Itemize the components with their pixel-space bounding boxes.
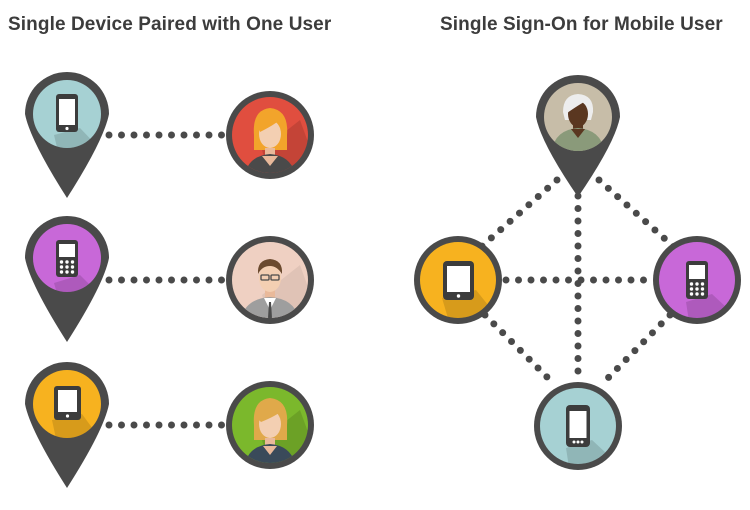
smartphone-icon: [56, 94, 78, 132]
sso-connector-feature-phone-smartphone: [602, 311, 674, 384]
left-panel-title: Single Device Paired with One User: [8, 14, 332, 35]
sso-connector-user-feature-phone: [595, 176, 678, 251]
feature-phone-icon: [686, 261, 708, 299]
device-pin-smartphone-2: [25, 362, 109, 488]
sso-connector-user-tablet: [477, 176, 561, 251]
sso-connector-tablet-smartphone: [481, 311, 554, 384]
feature-phone-icon: [56, 240, 78, 277]
smartphone-icon: [566, 405, 590, 447]
user-avatar-blonde-woman: [226, 381, 314, 469]
device-pin-smartphone-1: [25, 72, 109, 198]
device-tablet: [414, 236, 502, 324]
smartphone-icon: [54, 386, 81, 420]
device-feature-phone: [653, 236, 741, 324]
device-pin-feature-phone: [25, 216, 109, 342]
user-avatar-man-glasses: [226, 236, 314, 324]
user-pin-gray-haired-man: [536, 75, 620, 197]
left-panel: [25, 72, 314, 488]
tablet-icon: [443, 261, 474, 300]
device-smartphone: [534, 382, 622, 470]
right-panel: [414, 75, 741, 470]
right-panel-title: Single Sign-On for Mobile User: [440, 14, 723, 35]
user-avatar-redhead-woman: [226, 91, 314, 179]
